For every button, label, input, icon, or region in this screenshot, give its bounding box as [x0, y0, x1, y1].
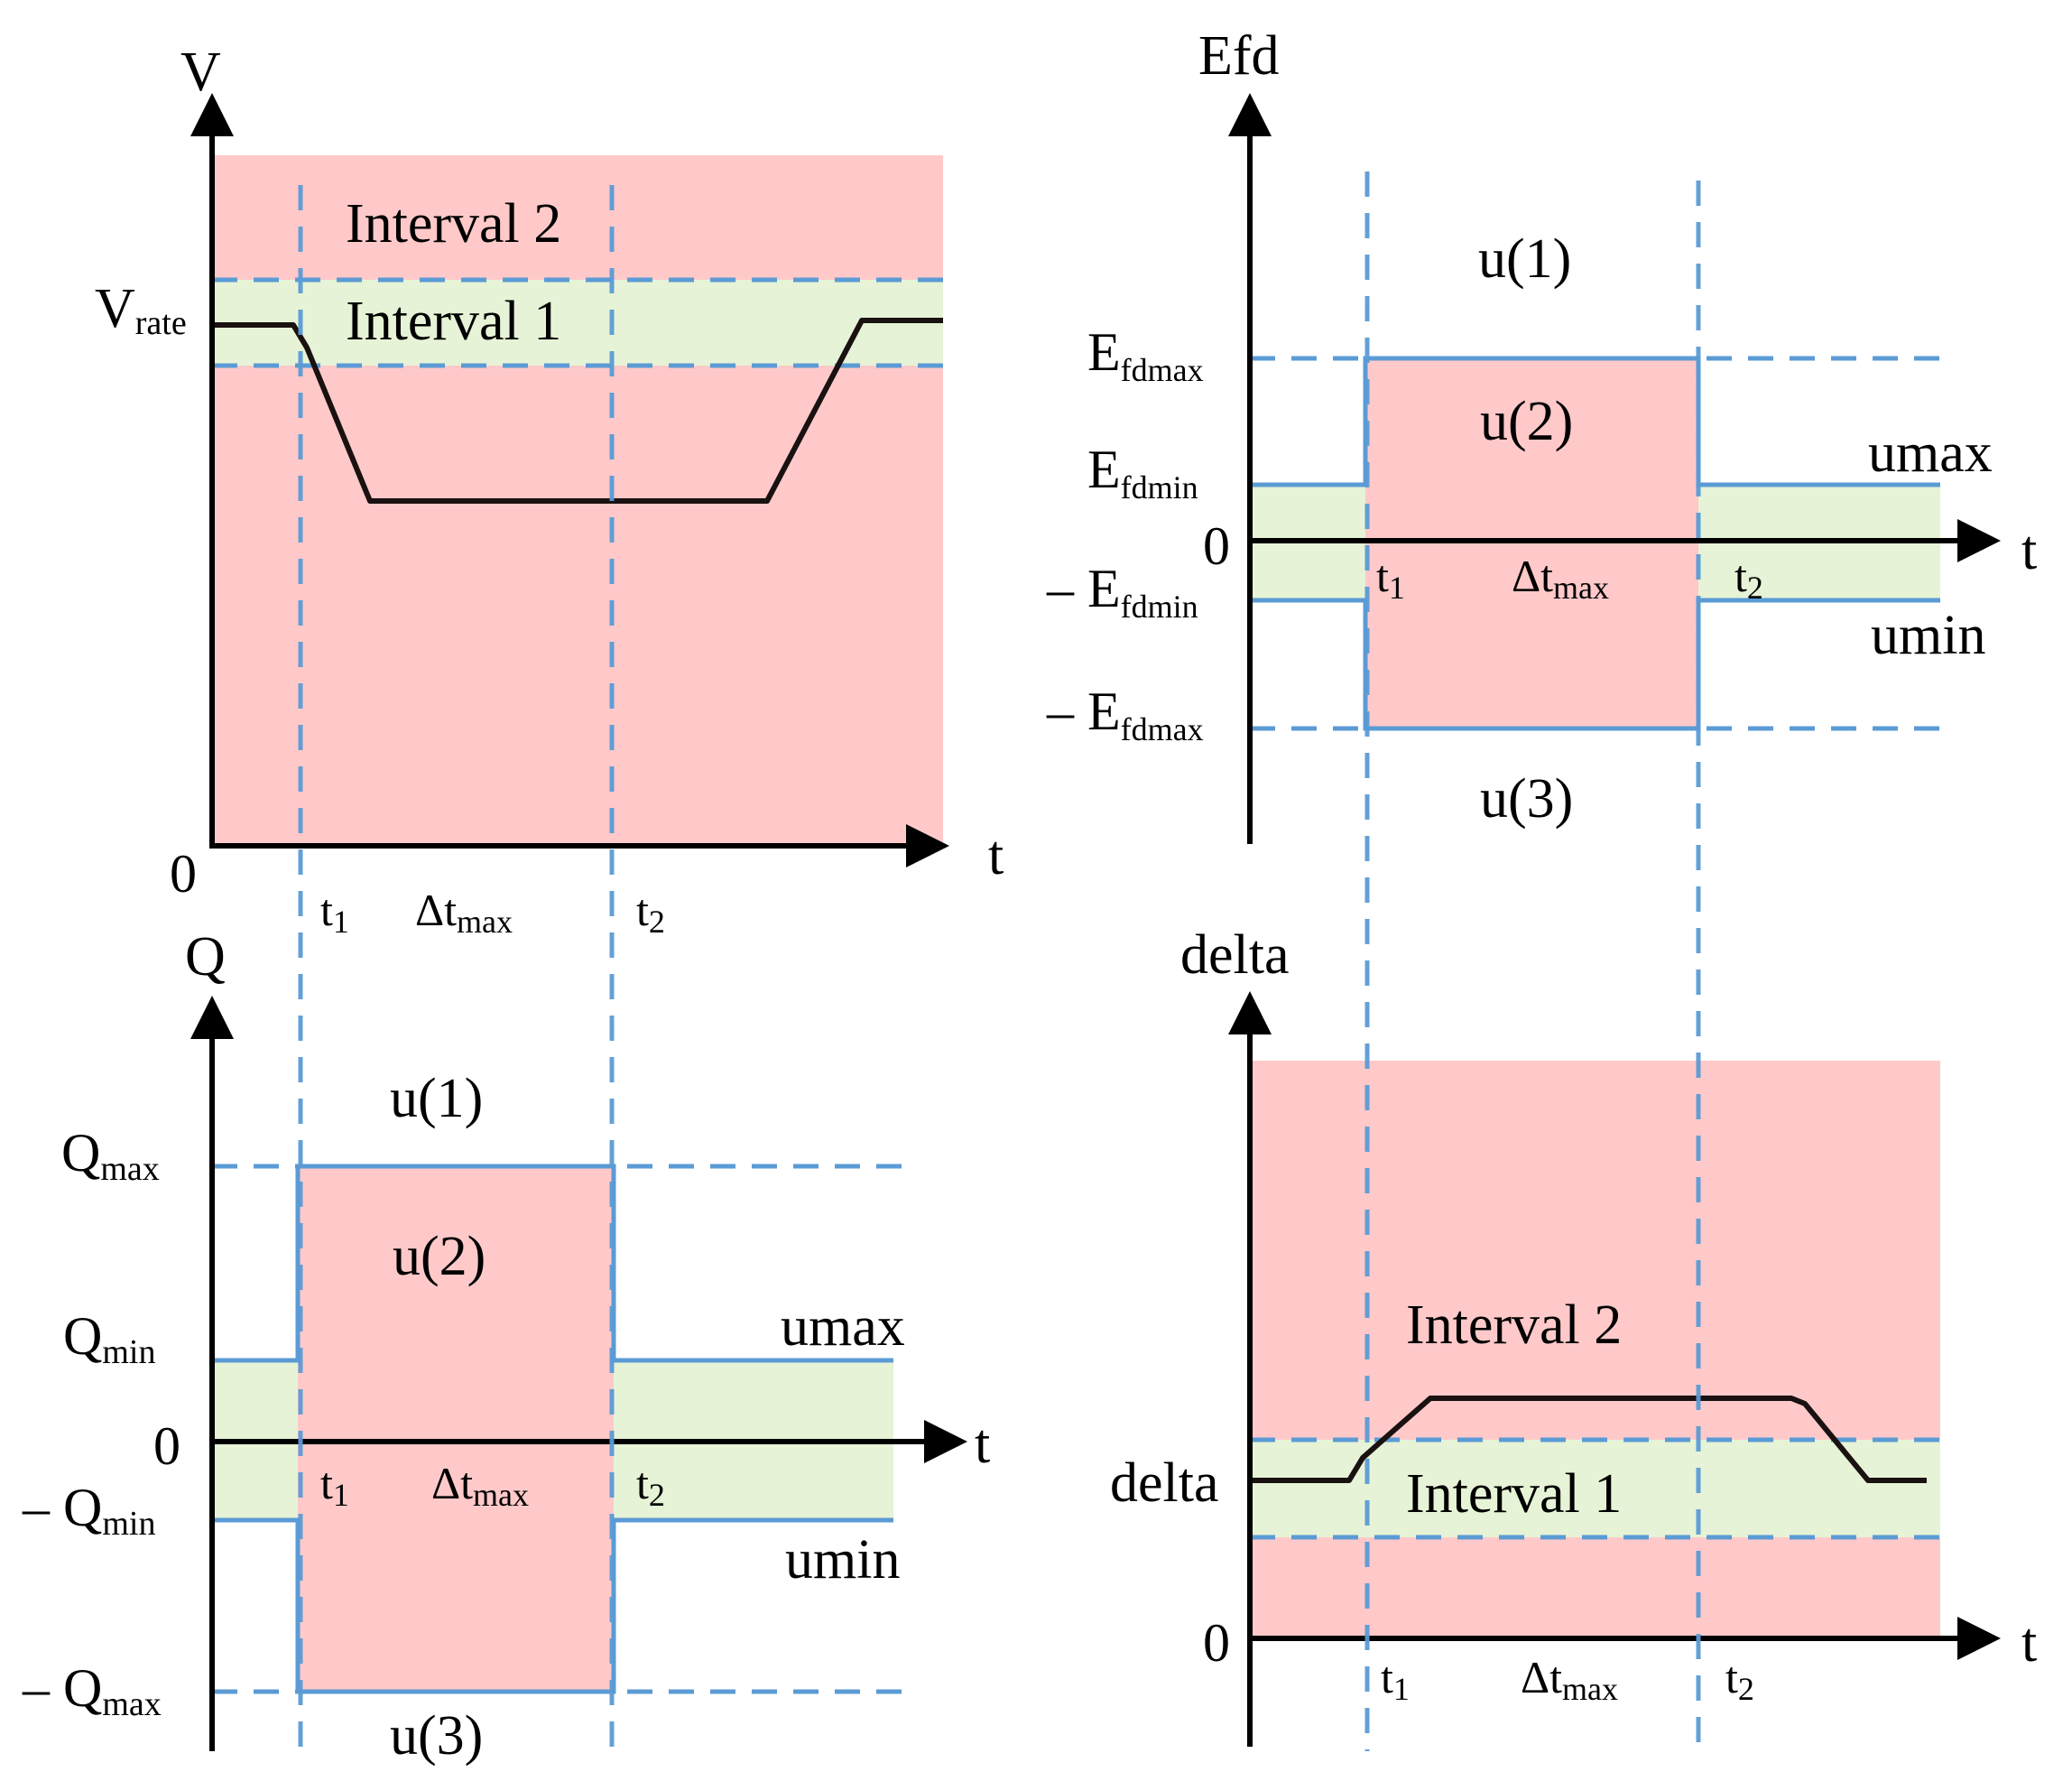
t2-label: t2 [636, 1458, 665, 1513]
dt-max-label: Δtmax [431, 1458, 529, 1513]
x-axis-label: t [975, 1414, 990, 1475]
t2-label: t2 [1734, 551, 1763, 606]
umin-boundary [1250, 598, 1940, 731]
qmin-label: Qmin [63, 1306, 155, 1371]
neg-qmin-label: – Qmin [22, 1478, 155, 1543]
umin-boundary [212, 1517, 893, 1694]
dt-max-label: Δtmax [415, 885, 513, 940]
interval1-label: Interval 1 [1406, 1463, 1622, 1525]
v-rate-label: Vrate [95, 278, 187, 342]
neg-efdmin-label: – Efdmin [1046, 559, 1198, 625]
t2-label: t2 [1725, 1652, 1754, 1707]
u1-label: u(1) [1478, 228, 1571, 290]
u3-label: u(3) [390, 1705, 483, 1767]
umax-label: umax [781, 1296, 905, 1358]
interval1-label: Interval 1 [346, 291, 561, 352]
origin-label: 0 [1203, 516, 1230, 576]
u1-label: u(1) [390, 1068, 483, 1129]
t2-label: t2 [636, 885, 665, 940]
u2-region [298, 1166, 614, 1692]
delta-level-label: delta [1110, 1452, 1219, 1514]
origin-label: 0 [1203, 1613, 1230, 1673]
dt-max-label: Δtmax [1521, 1652, 1618, 1707]
t1-label: t1 [320, 885, 349, 940]
y-axis-label: delta [1180, 924, 1290, 986]
interval2-label: Interval 2 [1406, 1294, 1622, 1356]
umax-label: umax [1868, 422, 1993, 484]
u2-label: u(2) [1480, 391, 1573, 452]
neg-qmax-label: – Qmax [22, 1658, 162, 1723]
x-axis-label: t [2021, 1612, 2037, 1674]
efdmin-label: Efdmin [1087, 440, 1198, 506]
origin-label: 0 [153, 1416, 180, 1476]
y-axis-label: Q [185, 926, 226, 988]
origin-label: 0 [170, 844, 197, 904]
umin-label: umin [785, 1529, 900, 1591]
t1-label: t1 [1381, 1652, 1410, 1707]
efdmax-label: Efdmax [1087, 322, 1204, 388]
x-axis-label: t [988, 825, 1004, 886]
umax-boundary [1250, 356, 1940, 487]
t1-label: t1 [320, 1458, 349, 1513]
x-axis-label: t [2021, 520, 2037, 581]
interval2-label: Interval 2 [346, 193, 561, 255]
panel-voltage: V t 0 Vrate Interval 2 Interval 1 t1 Δtm… [95, 42, 1004, 940]
voltage-curve [212, 318, 943, 504]
panel-delta: delta t 0 delta Interval 2 Interval 1 t1… [1110, 924, 2037, 1747]
time-markers [298, 172, 1701, 1760]
neg-efdmax-label: – Efdmax [1046, 682, 1204, 747]
dt-max-label: Δtmax [1512, 551, 1609, 606]
qmax-label: Qmax [61, 1123, 160, 1188]
delta-curve [1250, 1396, 1927, 1483]
panel-efd: Efd t 0 u(1) u(2) u(3) umax umin Efdmax … [1046, 25, 2037, 844]
u3-label: u(3) [1480, 768, 1573, 830]
y-axis-label: V [180, 42, 221, 103]
y-axis-label: Efd [1198, 25, 1280, 87]
t1-label: t1 [1376, 551, 1405, 606]
u2-label: u(2) [393, 1226, 486, 1287]
panel-reactive-power: Q t 0 u(1) u(2) u(3) umax umin Qmax Qmin… [22, 926, 990, 1767]
umax-boundary [212, 1164, 893, 1363]
umin-label: umin [1871, 605, 1985, 666]
interval1-band [212, 280, 943, 366]
